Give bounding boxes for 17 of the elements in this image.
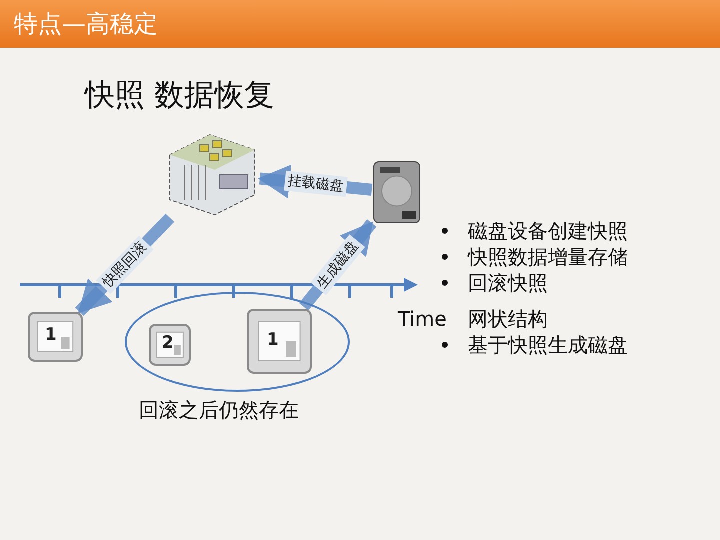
edge-label: 快照回滚 bbox=[96, 236, 154, 294]
disk-number: 1 bbox=[45, 325, 57, 345]
edge-label: 挂载磁盘 bbox=[284, 171, 348, 198]
bullet-item: 基于快照生成磁盘 bbox=[468, 332, 628, 358]
bullet-item: 快照数据增量存储 bbox=[468, 244, 628, 270]
edge-label: 生成磁盘 bbox=[310, 234, 366, 296]
ellipse-caption: 回滚之后仍然存在 bbox=[139, 398, 299, 422]
slide-title: 特点—高稳定 bbox=[14, 9, 158, 40]
bullet-item: 回滚快照 bbox=[468, 270, 548, 296]
disk-number: 1 bbox=[267, 330, 279, 350]
hard-disk-drawing bbox=[372, 160, 422, 225]
disk-number: 2 bbox=[162, 333, 174, 353]
group-ellipse bbox=[125, 292, 350, 392]
subtitle: 快照 数据恢复 bbox=[85, 78, 275, 114]
bullet-item: 磁盘设备创建快照 bbox=[468, 218, 628, 244]
axis-label: Time bbox=[398, 306, 447, 332]
bullet-item-continuation: 网状结构 bbox=[468, 306, 548, 332]
